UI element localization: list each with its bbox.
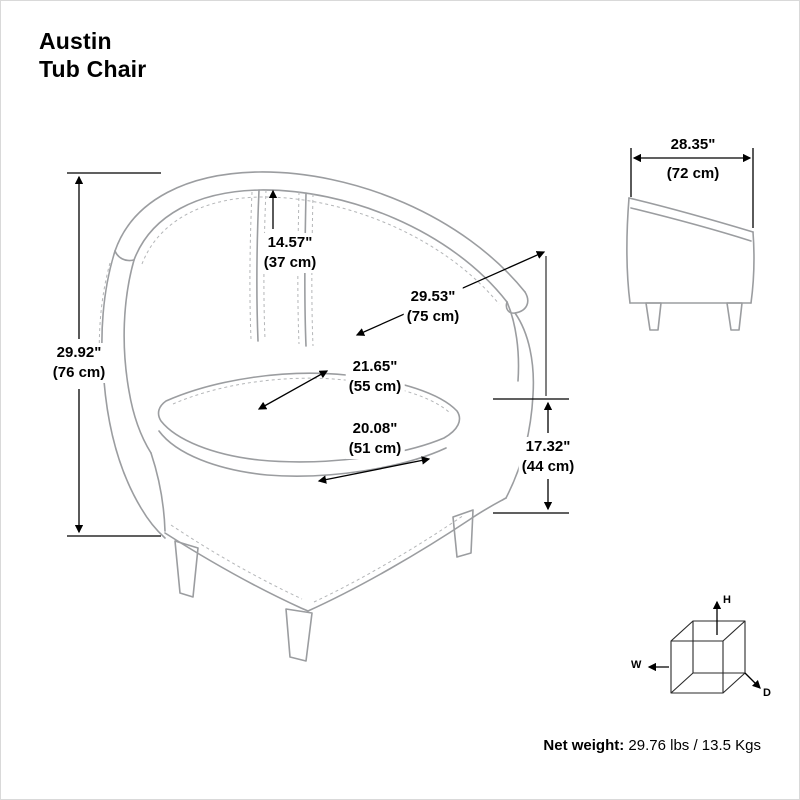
- stitch-channel-3: [297, 191, 300, 345]
- stitch-skirt-left: [170, 524, 303, 600]
- chair-side-view: [626, 197, 755, 331]
- seat-height-inches: 17.32": [525, 438, 571, 455]
- chair-leg-front-left: [174, 540, 199, 598]
- dimension-overall-width: 29.53" (75 cm): [403, 287, 463, 327]
- side-top-outer: [628, 197, 754, 233]
- side-top-inner: [630, 207, 752, 242]
- chair-leg-front-center: [285, 608, 313, 662]
- side-right-edge: [750, 231, 755, 304]
- axis-arrow-depth: [744, 672, 761, 689]
- back-height-inches: 14.57": [267, 234, 313, 251]
- seat-width-line: [257, 370, 329, 410]
- seat-width-inches: 21.65": [352, 358, 398, 375]
- chair-rim-outer: [114, 171, 526, 293]
- dimension-overall-depth-cm: (72 cm): [664, 164, 723, 184]
- chair-left-arm-front: [150, 452, 166, 532]
- overall-height-inches: 29.92": [56, 344, 102, 361]
- dimension-seat-depth: 20.08" (51 cm): [345, 419, 405, 459]
- dimension-overall-height: 29.92" (76 cm): [49, 343, 109, 383]
- cube-edge-3: [670, 672, 694, 694]
- net-weight-value: 29.76 lbs / 13.5 Kgs: [628, 737, 761, 754]
- axis-label-width: W: [631, 659, 642, 671]
- product-title-line2: Tub Chair: [39, 56, 147, 82]
- dimension-seat-height: 17.32" (44 cm): [518, 437, 578, 477]
- stitch-channel-1: [249, 191, 253, 340]
- chair-left-inner-arm: [123, 259, 152, 454]
- axis-label-height: H: [723, 594, 731, 606]
- cube-edge-1: [670, 620, 694, 642]
- seat-depth-inches: 20.08": [352, 420, 398, 437]
- net-weight-label: Net weight:: [543, 737, 625, 754]
- overall-width-cm: (75 cm): [406, 308, 460, 325]
- chair-stitching: [98, 189, 500, 603]
- cube-edge-4: [722, 672, 746, 694]
- axis-label-depth: D: [763, 687, 771, 699]
- overall-width-inches: 29.53": [410, 288, 456, 305]
- seat-width-cm: (55 cm): [348, 378, 402, 395]
- dimension-seat-width: 21.65" (55 cm): [345, 357, 405, 397]
- stitch-cushion: [172, 377, 451, 414]
- dimension-back-cushion-height: 14.57" (37 cm): [260, 233, 320, 273]
- seat-depth-line: [317, 456, 431, 484]
- chair-back-channel-left: [256, 189, 260, 342]
- stitch-skirt-right: [313, 514, 465, 603]
- orientation-cube-icon: [670, 620, 746, 694]
- stitch-channel-4: [311, 193, 314, 347]
- dimension-overall-depth-inches: 28.35": [668, 135, 719, 155]
- overall-depth-cm: (72 cm): [666, 165, 720, 182]
- side-leg-left: [645, 302, 662, 331]
- seat-depth-cm: (51 cm): [348, 440, 402, 457]
- seat-height-cm: (44 cm): [521, 458, 575, 475]
- net-weight: Net weight: 29.76 lbs / 13.5 Kgs: [543, 737, 761, 754]
- chair-rim-inner: [133, 189, 508, 303]
- stitch-left-arm: [98, 262, 111, 384]
- chair-rim-left-cap: [114, 250, 135, 262]
- dimension-lines: [67, 148, 754, 537]
- back-height-cm: (37 cm): [263, 254, 317, 271]
- cube-edge-2: [722, 620, 746, 642]
- side-leg-right: [726, 302, 743, 331]
- side-left-edge: [626, 197, 631, 304]
- chair-leg-right: [452, 509, 474, 558]
- chair-left-outer-side: [101, 250, 166, 539]
- overall-depth-inches: 28.35": [670, 136, 716, 153]
- overall-height-cm: (76 cm): [52, 364, 106, 381]
- chair-skirt-bottom-right: [307, 497, 507, 612]
- chair-seat-cushion-top: [157, 372, 461, 463]
- orientation-axes: [647, 600, 761, 689]
- product-title-line1: Austin: [39, 28, 112, 54]
- product-title: Austin Tub Chair: [39, 27, 146, 83]
